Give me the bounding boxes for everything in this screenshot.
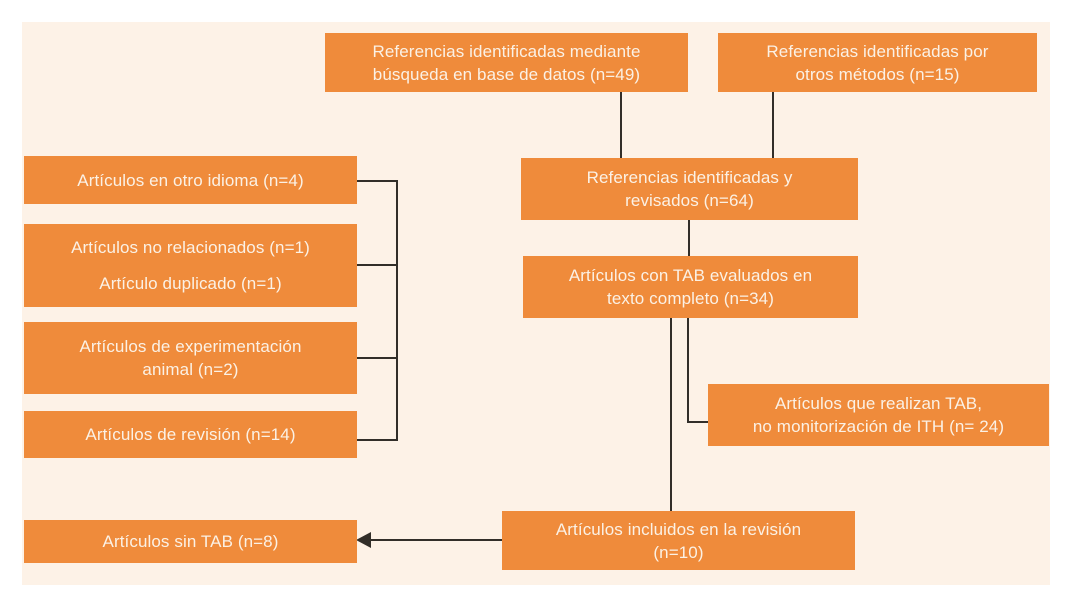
connector-db-to-reviewed	[620, 92, 622, 159]
connector-included-to-notab	[368, 539, 502, 541]
box-referencias-base-datos: Referencias identificadas mediante búsqu…	[325, 33, 688, 92]
box-text-line: Artículos que realizan TAB,	[774, 394, 983, 413]
box-no-relacionados-duplicado: Artículos no relacionados (n=1) Artículo…	[24, 224, 357, 307]
box-text-line: búsqueda en base de datos (n=49)	[372, 64, 641, 84]
bracket-arm-animal	[356, 357, 398, 359]
exclusions-bracket-spine	[396, 180, 398, 441]
box-text-line: Artículos de experimentación	[79, 337, 302, 356]
connector-fulltext-branch-vertical	[687, 317, 689, 423]
box-tab-texto-completo: Artículos con TAB evaluados en texto com…	[523, 256, 858, 318]
box-experimentacion-animal: Artículos de experimentación animal (n=2…	[24, 322, 357, 394]
box-text-line: Artículos con TAB evaluados en	[568, 266, 813, 285]
box-text-line: otros métodos (n=15)	[795, 64, 960, 84]
box-text-line: revisados (n=64)	[625, 191, 754, 210]
box-text-line: Referencias identificadas mediante	[372, 41, 641, 61]
connector-reviewed-to-fulltext	[688, 220, 690, 257]
box-text-line: Artículos en otro idioma (n=4)	[77, 170, 304, 190]
box-text-line: Artículo duplicado (n=1)	[99, 273, 282, 293]
bracket-arm-review	[356, 439, 398, 441]
box-referencias-revisadas: Referencias identificadas y revisados (n…	[521, 158, 858, 220]
arrow-left-icon	[356, 532, 371, 548]
box-text-line: animal (n=2)	[142, 360, 239, 379]
connector-other-to-reviewed	[772, 92, 774, 159]
box-referencias-otros-metodos: Referencias identificadas por otros méto…	[718, 33, 1037, 92]
box-text-line: texto completo (n=34)	[607, 289, 774, 308]
bracket-arm-language	[356, 180, 398, 182]
box-articulos-sin-tab: Artículos sin TAB (n=8)	[24, 520, 357, 563]
box-text-line: Artículos no relacionados (n=1)	[71, 238, 310, 258]
connector-branch-to-tab-box	[687, 421, 709, 423]
box-tab-no-monitorizacion-ith: Artículos que realizan TAB, no monitoriz…	[708, 384, 1049, 446]
box-incluidos-revision: Artículos incluidos en la revisión (n=10…	[502, 511, 855, 570]
box-text-line: Artículos sin TAB (n=8)	[102, 532, 279, 551]
box-text-line: Artículos incluidos en la revisión	[555, 519, 802, 539]
box-articulos-otro-idioma: Artículos en otro idioma (n=4)	[24, 156, 357, 204]
box-text-line: Referencias identificadas y	[586, 168, 793, 187]
box-text-line: Referencias identificadas por	[766, 41, 989, 61]
bracket-arm-unrelated	[356, 264, 398, 266]
box-text-line: no monitorización de ITH (n= 24)	[752, 417, 1005, 436]
box-text-line: (n=10)	[653, 542, 704, 562]
box-articulos-revision: Artículos de revisión (n=14)	[24, 411, 357, 458]
connector-fulltext-to-included	[670, 317, 672, 512]
box-text-line: Artículos de revisión (n=14)	[85, 425, 296, 444]
